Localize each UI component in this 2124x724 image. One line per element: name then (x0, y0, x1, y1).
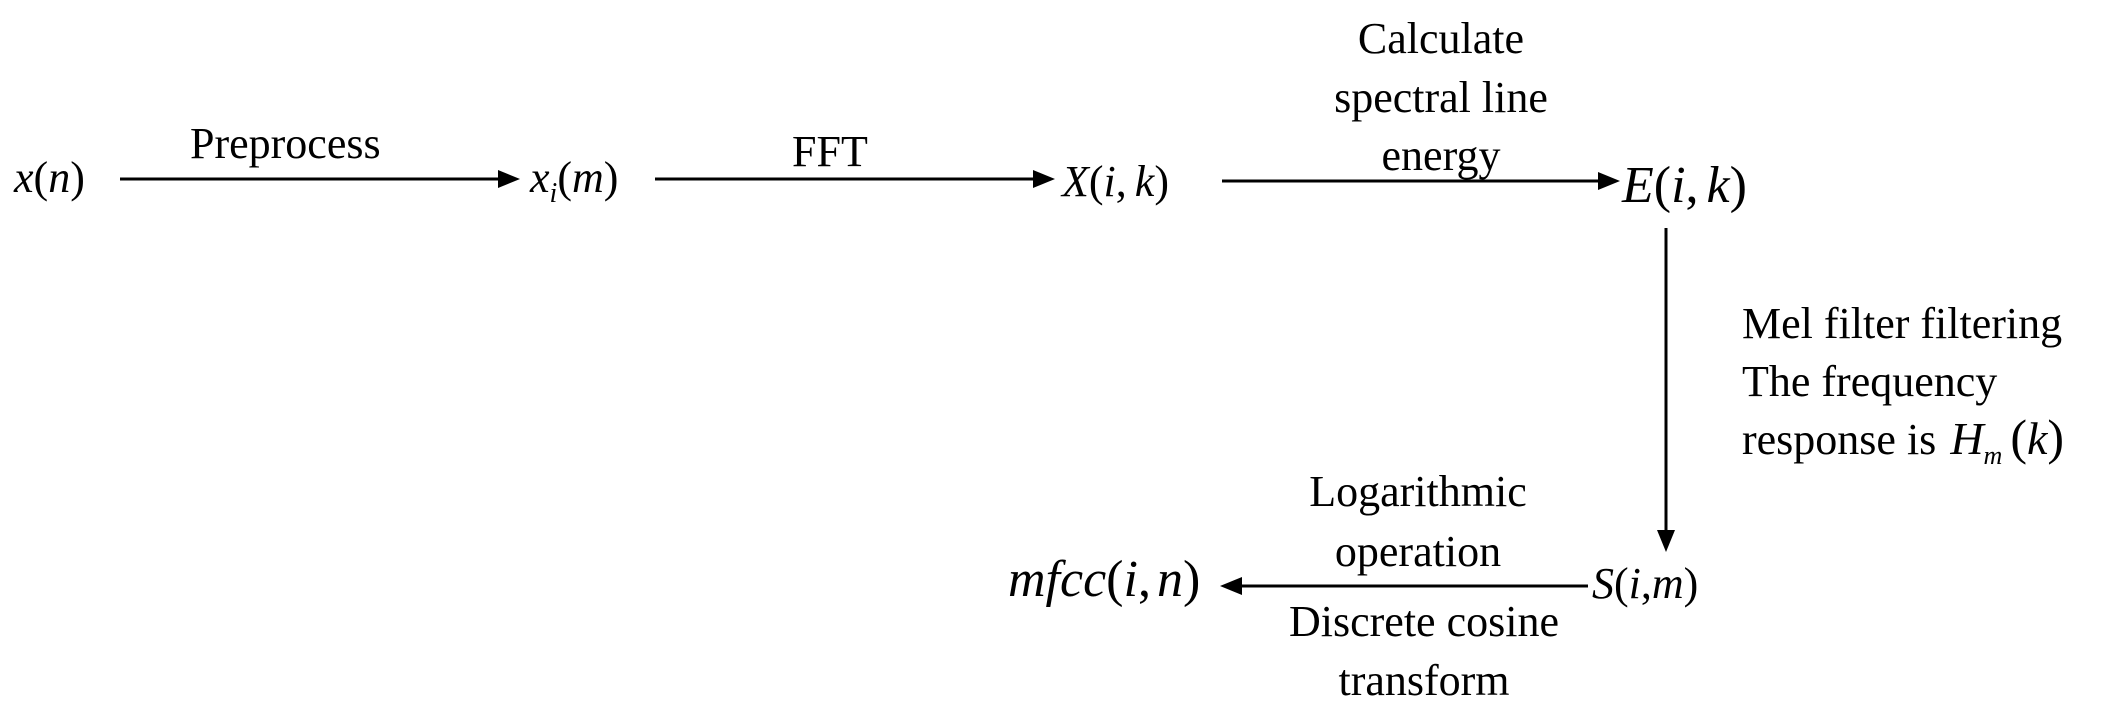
label-preprocess: Preprocess (190, 119, 381, 168)
node-E-ik-a1: i (1671, 157, 1685, 214)
label-mel-line3-text: response is (1742, 415, 1936, 464)
node-xi-m-sub: i (550, 178, 558, 209)
node-xi-m-rp: ) (604, 153, 619, 202)
node-S-im-a2: m (1652, 559, 1684, 608)
label-mel-H-sub: m (1984, 441, 2003, 470)
node-xi-m-lp: ( (557, 153, 572, 202)
node-S-im-lp: ( (1614, 559, 1629, 608)
node-mfcc-in-lp: ( (1106, 551, 1123, 608)
label-mel-k: k (2027, 413, 2049, 464)
node-mfcc-in-a1: i (1124, 551, 1138, 608)
label-dct-line1: Discrete cosine (1289, 597, 1559, 646)
arrow-preprocess (120, 170, 520, 188)
node-E-ik-a2: k (1707, 157, 1731, 214)
node-E-ik-func: E (1621, 157, 1654, 214)
node-xi-m: xi(m) (529, 153, 618, 209)
node-xi-m-func: x (529, 153, 550, 202)
node-S-im-func: S (1592, 559, 1614, 608)
node-mfcc-in-comma: , (1138, 551, 1151, 608)
node-E-ik: E(i,k) (1621, 157, 1747, 214)
label-fft: FFT (792, 127, 868, 176)
node-S-im-comma: , (1641, 559, 1652, 608)
node-X-ik-a1: i (1104, 157, 1116, 206)
node-X-ik-a2: k (1135, 157, 1156, 206)
label-mel-line3: response is Hm(k) (1742, 409, 2064, 470)
label-energy-line3: energy (1382, 131, 1501, 180)
label-dct-line2: transform (1338, 656, 1509, 705)
node-E-ik-lp: ( (1654, 157, 1671, 214)
node-X-ik-lp: ( (1089, 157, 1104, 206)
label-energy-line2: spectral line (1334, 73, 1548, 122)
node-S-im: S(i,m) (1592, 559, 1698, 608)
label-energy-line1: Calculate (1358, 14, 1524, 63)
node-x-n-rp: ) (70, 153, 85, 202)
node-x-n-arg: n (48, 153, 70, 202)
arrow-mel-filter (1657, 228, 1675, 552)
label-log-line2: operation (1335, 527, 1501, 576)
node-X-ik-func: X (1060, 157, 1091, 206)
node-mfcc-in-a2: n (1157, 551, 1183, 608)
arrow-energy (1222, 172, 1620, 190)
label-log-line1: Logarithmic (1309, 467, 1527, 516)
node-x-n-func: x (13, 153, 34, 202)
node-X-ik-comma: , (1116, 157, 1127, 206)
node-xi-m-arg: m (572, 153, 604, 202)
node-x-n: x(n) (13, 153, 85, 202)
arrow-fft (655, 170, 1055, 188)
node-E-ik-comma: , (1686, 157, 1699, 214)
node-S-im-a1: i (1629, 559, 1641, 608)
node-mfcc-in-rp: ) (1183, 551, 1200, 608)
label-mel-H: H (1949, 413, 1986, 464)
label-mel-lp: ( (2010, 409, 2027, 465)
node-x-n-lp: ( (34, 153, 49, 202)
label-mel-line2: The frequency (1742, 357, 1997, 406)
node-X-ik: X(i,k) (1060, 157, 1169, 206)
node-mfcc-in-func: mfcc (1008, 551, 1106, 608)
label-mel-line1: Mel filter filtering (1742, 299, 2062, 348)
node-mfcc-in: mfcc(i,n) (1008, 551, 1200, 608)
node-E-ik-rp: ) (1730, 157, 1747, 214)
arrow-log-dct (1220, 577, 1588, 595)
node-X-ik-rp: ) (1154, 157, 1169, 206)
label-mel-rp: ) (2047, 409, 2064, 465)
node-S-im-rp: ) (1684, 559, 1699, 608)
